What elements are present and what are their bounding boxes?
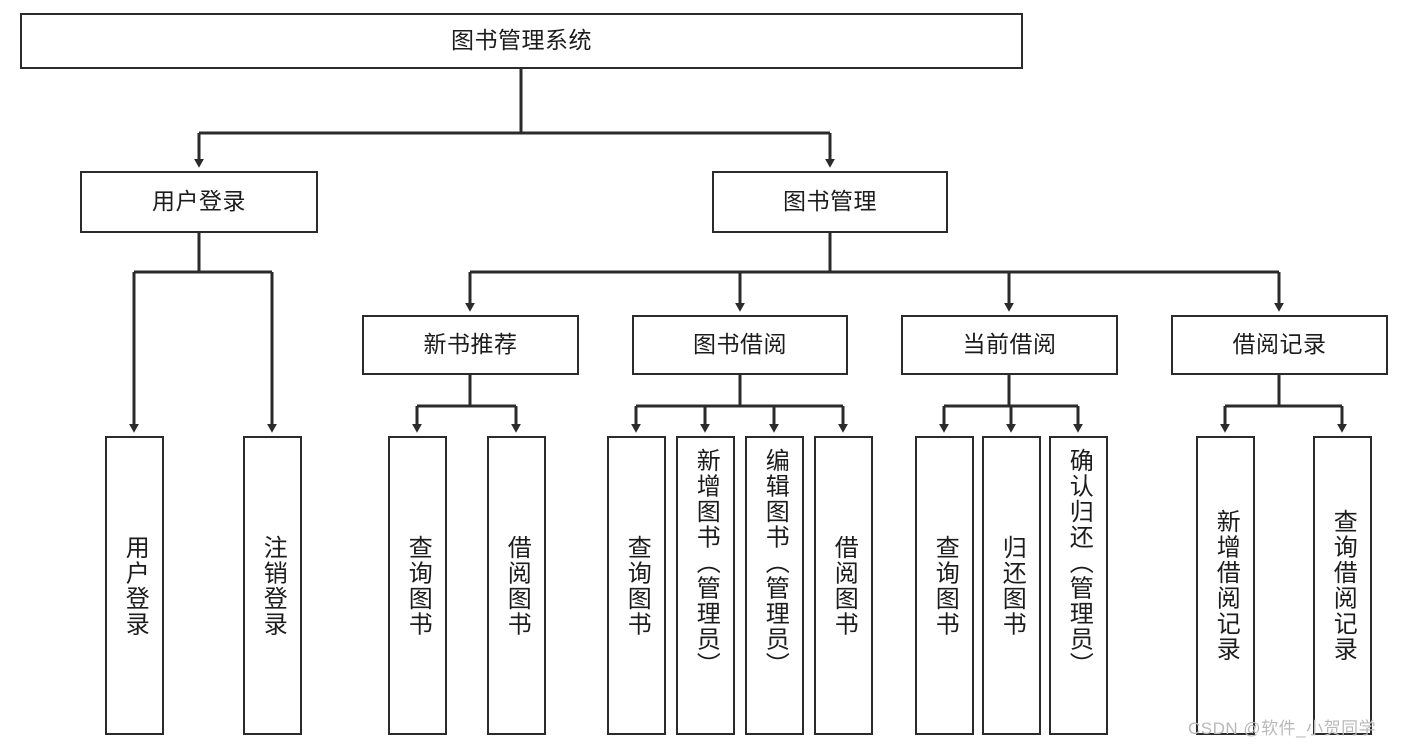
- node-book-manage[interactable]: 图书管理: [712, 171, 948, 233]
- leaf-query-book-current-label: 查询图书: [931, 534, 959, 637]
- leaf-query-borrow-record-label: 查询借阅记录: [1329, 509, 1357, 662]
- leaf-query-book-borrow[interactable]: 查询图书: [607, 436, 666, 735]
- leaf-return-book-label: 归还图书: [998, 534, 1026, 637]
- leaf-query-book-borrow-label: 查询图书: [623, 534, 651, 637]
- leaf-add-book-admin-label: 新增图书（管理员）: [692, 448, 720, 678]
- leaf-return-book[interactable]: 归还图书: [982, 436, 1041, 735]
- leaf-query-book-recommend-label: 查询图书: [404, 534, 432, 637]
- node-book-manage-label: 图书管理: [783, 188, 877, 215]
- node-book-borrow[interactable]: 图书借阅: [632, 315, 848, 375]
- leaf-user-logout[interactable]: 注销登录: [243, 436, 302, 735]
- leaf-borrow-book[interactable]: 借阅图书: [814, 436, 873, 735]
- leaf-query-book-recommend[interactable]: 查询图书: [388, 436, 447, 735]
- leaf-borrow-book-recommend[interactable]: 借阅图书: [487, 436, 546, 735]
- leaf-add-book-admin[interactable]: 新增图书（管理员）: [676, 436, 735, 735]
- node-borrow-record-label: 借阅记录: [1232, 331, 1327, 358]
- leaf-user-login[interactable]: 用户登录: [105, 436, 164, 735]
- leaf-user-login-label: 用户登录: [121, 534, 149, 637]
- node-borrow-record[interactable]: 借阅记录: [1171, 315, 1388, 375]
- leaf-edit-book-admin-label: 编辑图书（管理员）: [761, 448, 789, 678]
- node-new-book-recommend-label: 新书推荐: [423, 331, 518, 358]
- leaf-confirm-return-admin-label: 确认归还（管理员）: [1065, 448, 1093, 678]
- leaf-borrow-book-label: 借阅图书: [830, 534, 858, 637]
- leaf-user-logout-label: 注销登录: [259, 534, 287, 637]
- leaf-add-borrow-record[interactable]: 新增借阅记录: [1196, 436, 1255, 735]
- leaf-borrow-book-recommend-label: 借阅图书: [503, 534, 531, 637]
- leaf-edit-book-admin[interactable]: 编辑图书（管理员）: [745, 436, 804, 735]
- node-new-book-recommend[interactable]: 新书推荐: [362, 315, 579, 375]
- leaf-confirm-return-admin[interactable]: 确认归还（管理员）: [1049, 436, 1108, 735]
- node-root-label: 图书管理系统: [451, 27, 592, 54]
- node-user-login[interactable]: 用户登录: [80, 171, 318, 233]
- node-root[interactable]: 图书管理系统: [20, 13, 1023, 69]
- node-book-borrow-label: 图书借阅: [693, 331, 787, 358]
- node-current-borrow-label: 当前借阅: [962, 331, 1057, 358]
- node-user-login-label: 用户登录: [152, 188, 246, 215]
- leaf-query-book-current[interactable]: 查询图书: [915, 436, 974, 735]
- node-current-borrow[interactable]: 当前借阅: [901, 315, 1118, 375]
- leaf-query-borrow-record[interactable]: 查询借阅记录: [1313, 436, 1372, 735]
- leaf-add-borrow-record-label: 新增借阅记录: [1212, 509, 1240, 662]
